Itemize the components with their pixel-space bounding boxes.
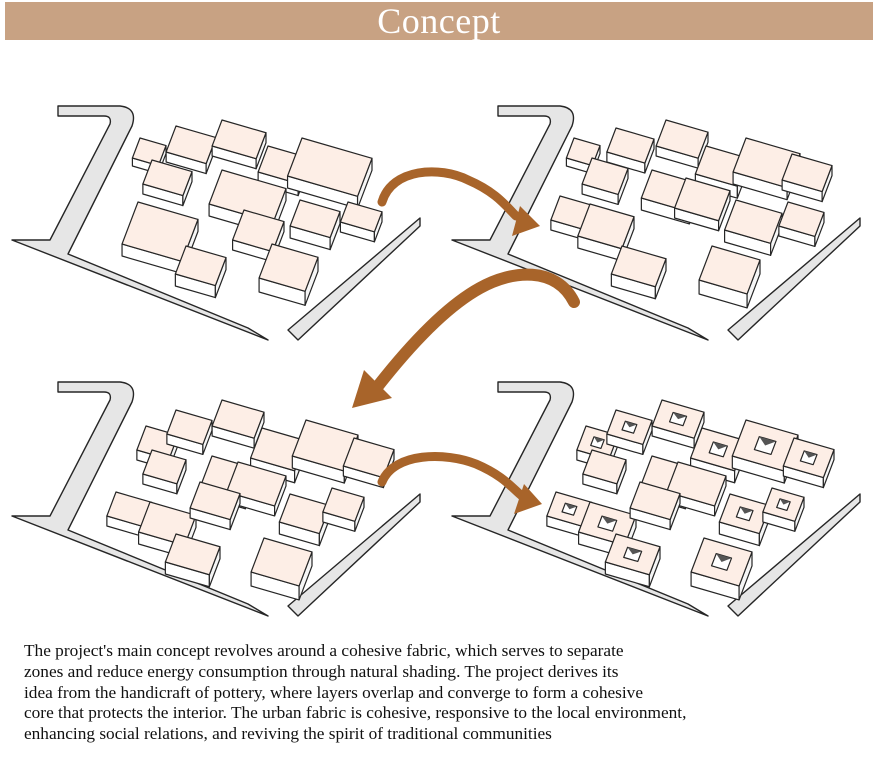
title-banner: Concept	[5, 1, 873, 41]
block-roof	[164, 533, 221, 576]
building-blocks	[106, 399, 395, 601]
courtyard-shadow	[593, 436, 605, 443]
courtyard-shadow	[804, 450, 817, 458]
concept-description: The project's main concept revolves arou…	[24, 641, 874, 745]
block-roof	[286, 137, 373, 197]
block-roof	[174, 245, 227, 287]
block-roof	[778, 201, 825, 238]
arrow-1-to-2-head	[512, 206, 540, 236]
building-blocks	[550, 119, 833, 309]
courtyard-shadow	[601, 516, 617, 524]
block-roof	[289, 199, 341, 239]
description-line: core that protects the interior. The urb…	[24, 703, 687, 723]
courtyard-shadow	[565, 503, 577, 510]
courtyard-shadow	[627, 547, 642, 555]
arrow-3-to-4	[377, 452, 527, 501]
concept-diagram	[11, 105, 861, 617]
courtyard-shadow	[716, 553, 732, 562]
block-roof	[606, 127, 655, 164]
block-roof	[781, 153, 833, 193]
courtyard-shadow	[625, 421, 637, 428]
transition-arrows	[352, 167, 580, 514]
block-roof	[698, 245, 761, 295]
arrow-2-to-3	[372, 268, 580, 392]
page-title: Concept	[377, 1, 501, 41]
block-roof	[674, 177, 731, 222]
building-blocks	[121, 119, 383, 306]
courtyard-shadow	[740, 506, 753, 514]
arrow-3-to-4-head	[514, 484, 542, 514]
description-line: enhancing social relations, and reviving…	[24, 724, 552, 744]
block-roof	[142, 449, 187, 485]
block-roof	[258, 243, 319, 292]
courtyard-shadow	[759, 436, 776, 446]
block-roof	[322, 487, 365, 522]
courtyard-shadow	[779, 498, 791, 505]
block-roof	[278, 493, 331, 535]
courtyard-shadow	[713, 441, 728, 450]
courtyard-shadow	[673, 412, 687, 420]
block-roof	[666, 461, 727, 507]
arrow-2-to-3-head	[352, 370, 392, 408]
panel-courtyard-cores	[451, 381, 861, 617]
block-roof	[211, 399, 265, 439]
block-roof	[165, 125, 217, 165]
block-roof	[142, 159, 193, 197]
block-roof	[655, 119, 709, 159]
description-line: zones and reduce energy consumption thro…	[24, 661, 619, 681]
block-roof	[339, 201, 383, 233]
panel-overlapping-layers	[11, 381, 421, 617]
block-roof	[582, 449, 627, 485]
block-roof	[211, 119, 267, 160]
arrow-1-to-2	[377, 167, 521, 221]
block-roof	[166, 409, 213, 446]
description-line: The project's main concept revolves arou…	[24, 641, 624, 660]
block-roof	[629, 481, 681, 521]
panel-original-fabric	[11, 105, 421, 341]
panel-clustered-fabric	[451, 105, 861, 341]
building-blocks	[546, 399, 835, 601]
block-roof	[610, 245, 667, 288]
description-line: idea from the handicraft of pottery, whe…	[24, 682, 643, 702]
block-roof	[581, 157, 629, 196]
block-roof	[226, 461, 287, 507]
block-roof	[189, 481, 241, 521]
block-roof	[250, 537, 313, 587]
block-roof	[724, 199, 783, 244]
